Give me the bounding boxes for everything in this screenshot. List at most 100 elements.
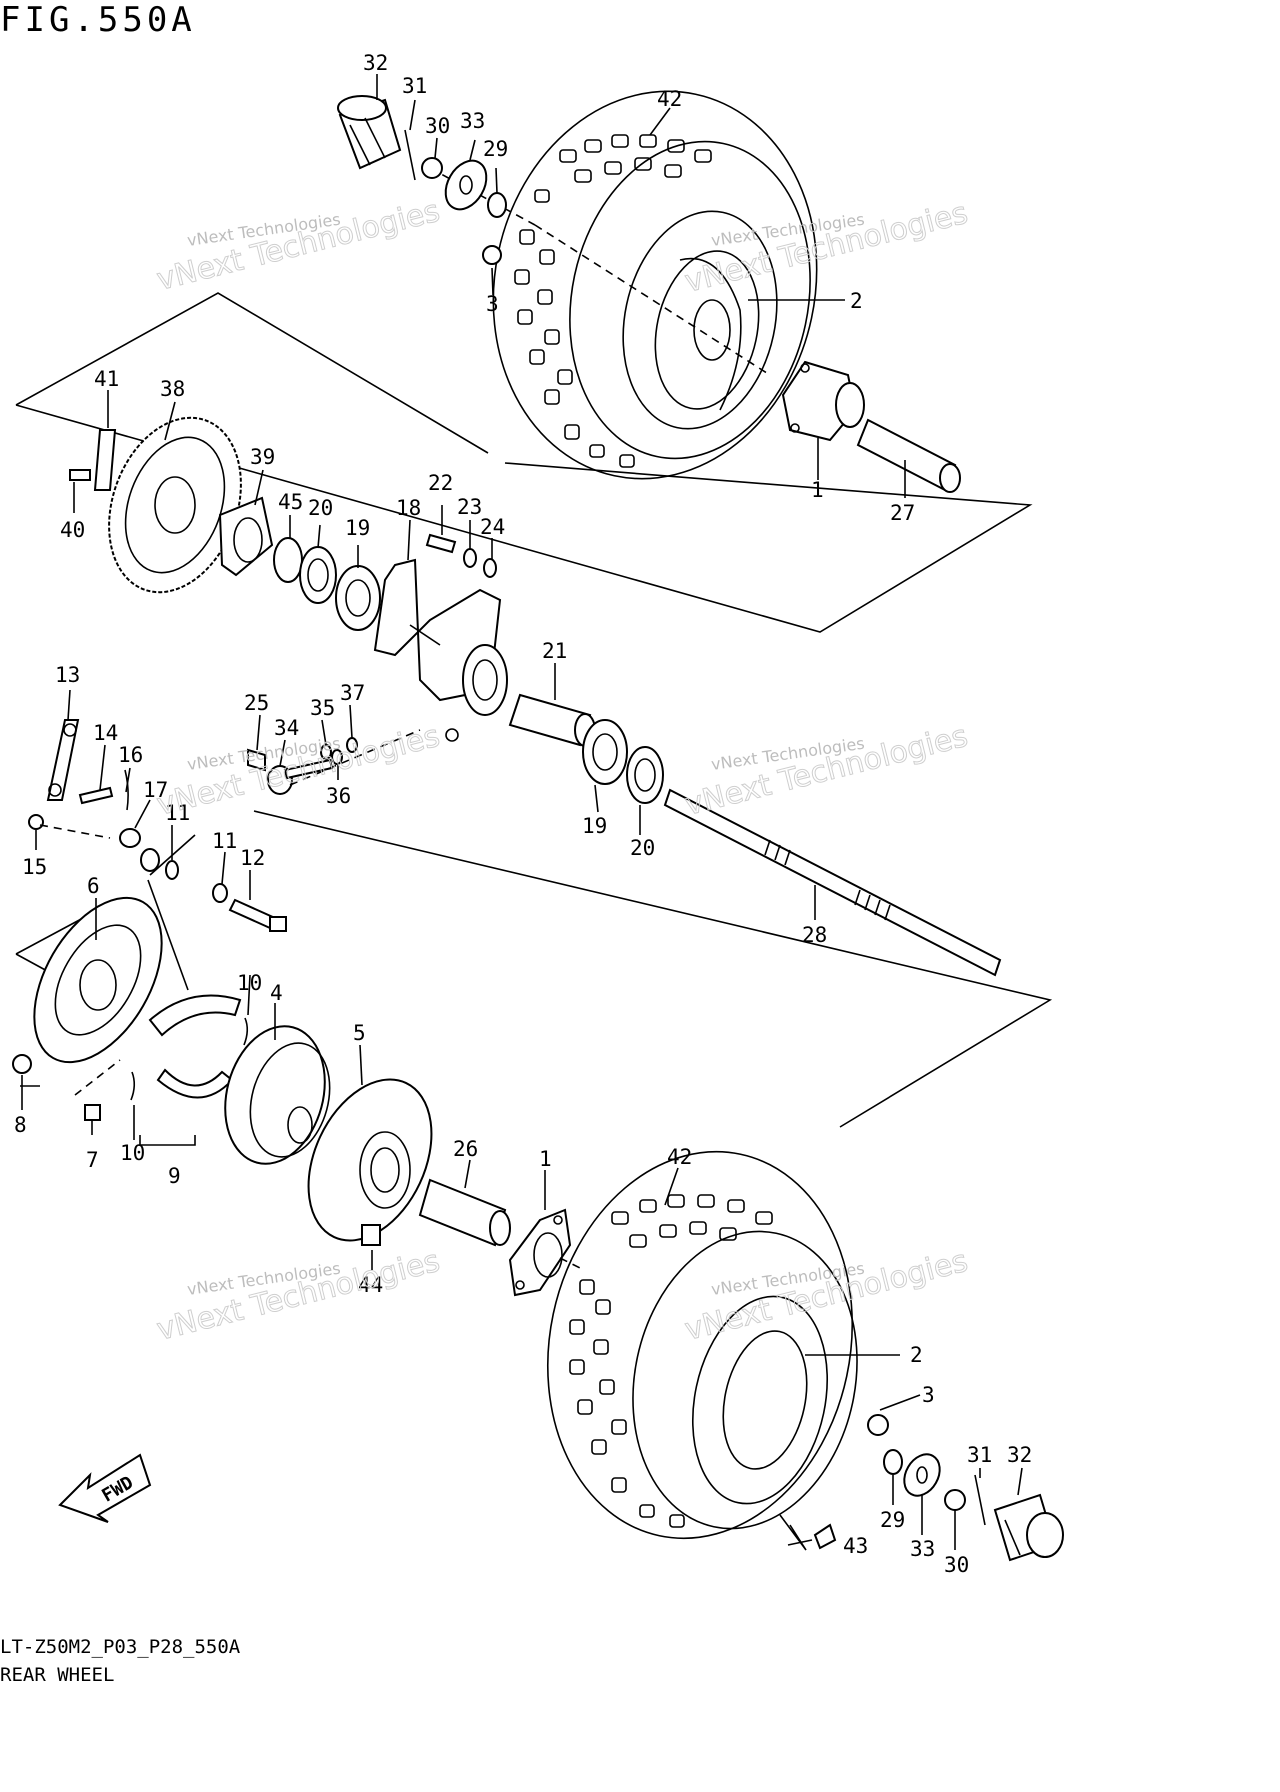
callout-9: 9 (168, 1164, 181, 1188)
callout-23: 23 (457, 495, 482, 519)
callout-6: 6 (87, 874, 100, 898)
callout-27: 27 (890, 501, 915, 525)
upper-cap-32 (337, 95, 402, 170)
lower-rear-tire (546, 1150, 858, 1540)
lower-nut-30 (944, 1489, 966, 1511)
callout-21: 21 (542, 639, 567, 663)
figure-title: FIG.550A (0, 0, 196, 40)
callout-33-upper: 33 (460, 109, 485, 133)
callout-42-lower: 42 (667, 1145, 692, 1169)
callout-13: 13 (55, 663, 80, 687)
upper-assembly-outline (15, 292, 1033, 633)
callout-16: 16 (118, 743, 143, 767)
callout-19-upper: 19 (345, 516, 370, 540)
lower-washer-29 (883, 1449, 903, 1475)
lower-axle-centerline (559, 1257, 581, 1269)
sprocket-hub-39 (218, 496, 274, 577)
callout-31-lower: 31 (967, 1443, 992, 1467)
callout-10-a: 10 (237, 971, 262, 995)
callout-14: 14 (93, 721, 118, 745)
fwd-arrow-icon: FWD (58, 1453, 152, 1523)
lock-plate-41 (93, 429, 117, 491)
axle-housing-18 (373, 558, 508, 742)
callout-33-lower: 33 (910, 1537, 935, 1561)
axle-spacer-26 (418, 1178, 511, 1247)
upper-washer-29 (487, 192, 507, 218)
washer-8 (12, 1054, 32, 1074)
callout-3-lower: 3 (922, 1383, 935, 1407)
spring-16 (124, 769, 129, 811)
spring-10-b (130, 1071, 136, 1101)
brake-camshaft-12 (228, 898, 287, 932)
callout-7: 7 (86, 1148, 99, 1172)
callout-20-lower: 20 (630, 836, 655, 860)
diagram-name: REAR WHEEL (0, 1664, 115, 1686)
brake-cover-5 (307, 1078, 433, 1242)
callout-20-upper: 20 (308, 496, 333, 520)
o-ring-11a (165, 860, 179, 880)
cable-centerline (289, 729, 421, 786)
oil-seal-20-upper (299, 546, 337, 604)
rear-axle-28 (663, 788, 1002, 977)
washer-17 (140, 848, 160, 872)
callout-24: 24 (480, 515, 505, 539)
oil-seal-20-lower (626, 746, 664, 804)
callout-15: 15 (22, 855, 47, 879)
lower-washer-33 (903, 1453, 941, 1497)
lower-wheel-nut-3 (867, 1414, 889, 1436)
callout-labels: 32 31 30 33 29 42 3 2 1 27 41 38 40 39 4… (14, 51, 1032, 1577)
callout-11-b: 11 (212, 829, 237, 853)
callout-11-a: 11 (165, 801, 190, 825)
callout-22: 22 (428, 471, 453, 495)
circlip-45 (273, 537, 303, 583)
upper-axle-centerline (429, 167, 536, 226)
washer-23 (463, 548, 477, 568)
diagram-code: LT-Z50M2_P03_P28_550A (0, 1636, 241, 1658)
callout-41: 41 (94, 367, 119, 391)
callout-28: 28 (802, 923, 827, 947)
brake-shoes-9 (139, 994, 242, 1146)
upper-wheel-nut-3 (482, 245, 502, 265)
bearing-19-lower (582, 719, 628, 785)
callout-18: 18 (396, 496, 421, 520)
nut-15 (28, 814, 44, 830)
callout-25: 25 (244, 691, 269, 715)
callout-8: 8 (14, 1113, 27, 1137)
upper-wheel-hub (781, 360, 865, 442)
brake-panel-6 (33, 896, 163, 1064)
upper-nut-30 (421, 157, 443, 179)
callout-45: 45 (278, 490, 303, 514)
callout-4: 4 (270, 981, 283, 1005)
callout-5: 5 (353, 1021, 366, 1045)
leader-lines (20, 74, 1023, 1550)
callout-2-upper: 2 (850, 289, 863, 313)
lower-cotter-pin-31 (974, 1474, 986, 1526)
bearing-19-upper (335, 565, 381, 631)
bolt-7 (84, 1104, 101, 1135)
callout-29-upper: 29 (483, 137, 508, 161)
callout-3-upper: 3 (486, 292, 499, 316)
valve-leader (779, 1514, 807, 1551)
callout-38: 38 (160, 377, 185, 401)
callout-39: 39 (250, 445, 275, 469)
brake-arm-13 (46, 719, 80, 801)
sprocket-38 (108, 416, 242, 594)
callout-17: 17 (143, 778, 168, 802)
callout-34: 34 (274, 716, 299, 740)
callout-43: 43 (843, 1534, 868, 1558)
lower-wheel-hub (508, 1208, 572, 1297)
lower-cap-32 (993, 1493, 1064, 1562)
upper-spacer-27 (856, 418, 961, 493)
spacer-17 (119, 828, 141, 848)
callout-10-b: 10 (120, 1141, 145, 1165)
washer-24 (483, 558, 497, 578)
washer-36 (331, 749, 343, 765)
callout-2-lower: 2 (910, 1343, 923, 1367)
upper-cotter-pin-31 (404, 129, 416, 181)
callout-40: 40 (60, 518, 85, 542)
axle-spacer-21 (508, 693, 596, 747)
callout-1-lower: 1 (539, 1147, 552, 1171)
upper-rear-tire (492, 90, 818, 480)
callout-32-upper: 32 (363, 51, 388, 75)
